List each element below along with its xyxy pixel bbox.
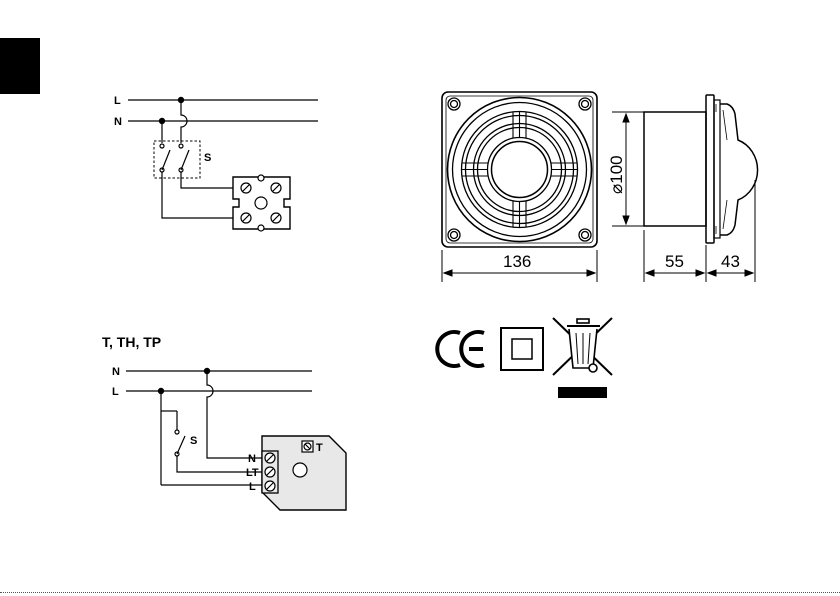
label-n: N: [114, 116, 122, 128]
page-bottom-border: [0, 592, 840, 593]
label-switch: S: [190, 435, 197, 447]
indicator-hole: [293, 463, 307, 477]
label-l: L: [112, 386, 119, 398]
switched-wire: [181, 172, 233, 188]
label-n: N: [112, 366, 120, 378]
dimension-width-label: 136: [503, 252, 531, 271]
neutral-wire: [207, 371, 262, 458]
weee-crossed-bin-icon: [553, 318, 612, 398]
switch-contact: [177, 436, 185, 454]
label-switch: S: [204, 152, 211, 164]
terminal-label-n: N: [248, 453, 256, 465]
dimension-body-depth-label: 55: [665, 252, 684, 271]
fan-side-view: [612, 95, 758, 243]
fan-front-view: [442, 92, 597, 247]
switch-contact: [181, 150, 189, 170]
terminal-label-lt: LT: [246, 467, 259, 479]
class-ii-double-insulation-icon: [501, 328, 543, 370]
terminal-label-l: L: [249, 481, 256, 493]
dimension-diameter-label: ⌀100: [607, 155, 626, 194]
terminal-block: [233, 175, 290, 231]
ce-mark-icon: [437, 332, 484, 366]
timer-label: T: [316, 442, 323, 454]
neutral-wire: [162, 172, 233, 218]
variant-title: T, TH, TP: [102, 334, 161, 350]
dimension-cover-depth-label: 43: [721, 252, 740, 271]
wiring-diagram-bottom: [126, 368, 346, 510]
wiring-diagram-top: [128, 97, 318, 231]
label-l: L: [114, 95, 121, 107]
switch-contact: [162, 150, 170, 170]
